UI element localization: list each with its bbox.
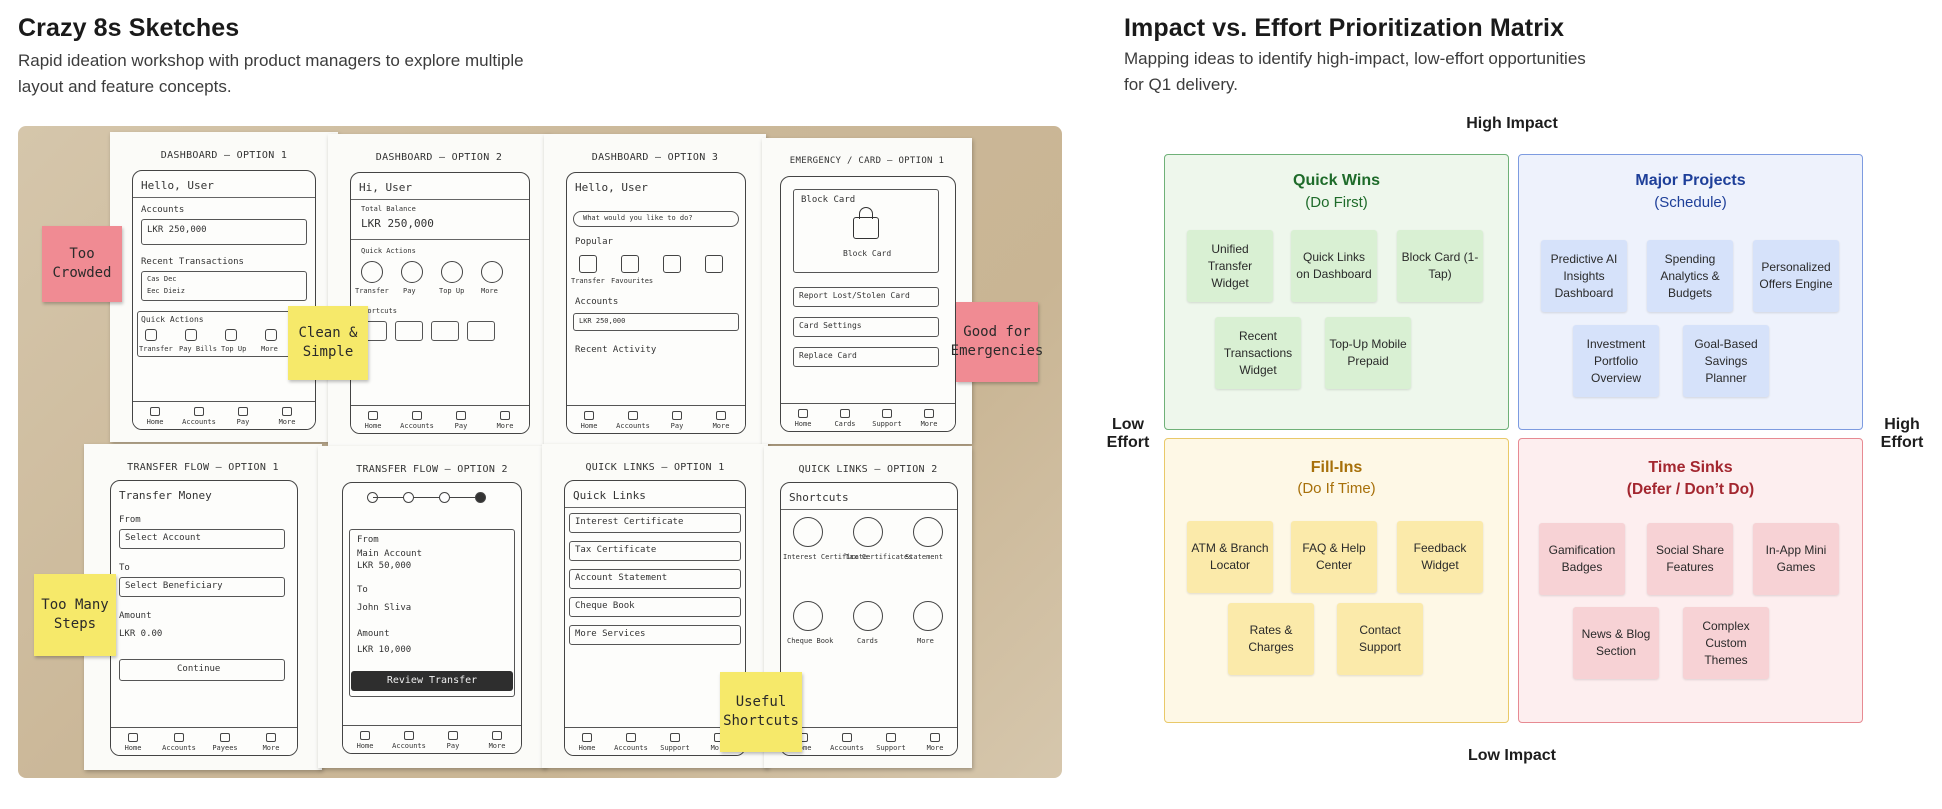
- card-rates-charges[interactable]: Rates & Charges: [1228, 603, 1314, 675]
- sketch-dashboard-option-1: DASHBOARD – OPTION 1 Hello, User Account…: [110, 132, 338, 442]
- card-predictive-ai-insights[interactable]: Predictive AI Insights Dashboard: [1541, 240, 1627, 312]
- card-in-app-mini-games[interactable]: In-App Mini Games: [1753, 523, 1839, 595]
- sticky-clean-simple: Clean & Simple: [288, 306, 368, 380]
- card-block-card[interactable]: Block Card (1-Tap): [1397, 230, 1483, 302]
- axis-low-effort: Low Effort: [1106, 416, 1150, 451]
- quadrant-quick-wins: Quick Wins (Do First) Unified Transfer W…: [1164, 154, 1509, 430]
- quadrant-time-sinks: Time Sinks (Defer / Don’t Do) Gamificati…: [1518, 438, 1863, 723]
- axis-low-impact: Low Impact: [1467, 747, 1556, 764]
- card-faq-help-center[interactable]: FAQ & Help Center: [1291, 521, 1377, 593]
- axis-high-effort: High Effort: [1880, 416, 1924, 451]
- sketch-transfer-flow-option-1: TRANSFER FLOW – OPTION 1 Transfer Money …: [84, 444, 322, 770]
- sketch-emergency-card-option-1: EMERGENCY / CARD – OPTION 1 Block Card B…: [762, 138, 972, 444]
- card-gamification-badges[interactable]: Gamification Badges: [1539, 523, 1625, 595]
- card-complex-custom-themes[interactable]: Complex Custom Themes: [1683, 607, 1769, 679]
- lock-icon: [853, 217, 879, 239]
- card-contact-support[interactable]: Contact Support: [1337, 603, 1423, 675]
- card-top-up-mobile-prepaid[interactable]: Top-Up Mobile Prepaid: [1325, 317, 1411, 389]
- card-investment-portfolio[interactable]: Investment Portfolio Overview: [1573, 325, 1659, 397]
- quadrant-fill-ins: Fill-Ins (Do If Time) ATM & Branch Locat…: [1164, 438, 1509, 723]
- card-atm-branch-locator[interactable]: ATM & Branch Locator: [1187, 521, 1273, 593]
- card-news-blog-section[interactable]: News & Blog Section: [1573, 607, 1659, 679]
- card-goal-based-savings[interactable]: Goal-Based Savings Planner: [1683, 325, 1769, 397]
- card-quick-links-dashboard[interactable]: Quick Links on Dashboard: [1291, 230, 1377, 302]
- matrix-subtitle: Mapping ideas to identify high-impact, l…: [1124, 49, 1586, 94]
- quadrant-major-projects: Major Projects (Schedule) Predictive AI …: [1518, 154, 1863, 430]
- sketch-dashboard-option-3: DASHBOARD – OPTION 3 Hello, User What wo…: [544, 134, 766, 446]
- sticky-good-for-emergencies: Good for Emergencies: [951, 302, 1043, 382]
- sketch-quick-links-option-1: QUICK LINKS – OPTION 1 Quick Links Inter…: [542, 444, 768, 768]
- card-personalized-offers[interactable]: Personalized Offers Engine: [1753, 240, 1839, 312]
- axis-high-impact: High Impact: [1466, 115, 1558, 132]
- card-feedback-widget[interactable]: Feedback Widget: [1397, 521, 1483, 593]
- sketches-title: Crazy 8s Sketches: [18, 14, 240, 42]
- card-social-share-features[interactable]: Social Share Features: [1647, 523, 1733, 595]
- sticky-too-many-steps: Too Many Steps: [34, 574, 116, 656]
- card-recent-transactions-widget[interactable]: Recent Transactions Widget: [1215, 317, 1301, 389]
- sketch-dashboard-option-2: DASHBOARD – OPTION 2 Hi, User Total Bala…: [328, 134, 550, 446]
- matrix-title: Impact vs. Effort Prioritization Matrix: [1124, 14, 1565, 42]
- sketches-subtitle: Rapid ideation workshop with product man…: [18, 51, 524, 96]
- sketch-transfer-flow-option-2: TRANSFER FLOW – OPTION 2 From Main Accou…: [318, 446, 546, 768]
- sticky-too-crowded: Too Crowded: [42, 226, 122, 302]
- sticky-useful-shortcuts: Useful Shortcuts: [720, 672, 802, 752]
- card-spending-analytics[interactable]: Spending Analytics & Budgets: [1647, 240, 1733, 312]
- card-unified-transfer-widget[interactable]: Unified Transfer Widget: [1187, 230, 1273, 302]
- sketches-photo: DASHBOARD – OPTION 1 Hello, User Account…: [18, 126, 1062, 778]
